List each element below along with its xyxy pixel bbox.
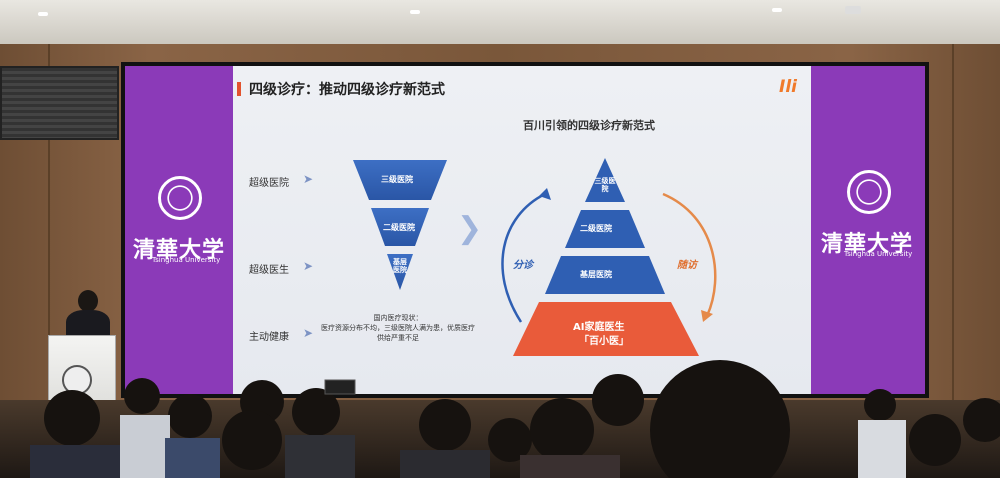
slide-subtitle: 百川引领的四级诊疗新范式 (523, 119, 655, 132)
ceiling-light (410, 10, 420, 14)
university-seal-icon (847, 170, 891, 214)
audience-head (963, 398, 1000, 442)
follow-up-label: 随访 (677, 260, 697, 271)
university-english-name: Tsinghua University (844, 250, 913, 258)
status-note: 国内医疗现状： 医疗资源分布不均，三级医院人满为患，优质医疗供给严重不足 (318, 313, 478, 343)
speaker-head (78, 290, 98, 312)
pyramid-base-label-1: AI家庭医生 (573, 322, 625, 333)
follow-up-curve (662, 192, 717, 317)
pyramid-tier-base (513, 302, 699, 356)
audience-head (650, 360, 790, 478)
status-note-body: 医疗资源分布不均，三级医院人满为患，优质医疗供给严重不足 (321, 324, 475, 342)
follow-up-arrowhead-icon (701, 310, 713, 322)
audience-head (488, 418, 532, 462)
audience-head (292, 388, 340, 436)
audience-body (858, 420, 906, 478)
triage-label: 分诊 (513, 260, 533, 271)
university-name: 清華大学 (821, 231, 914, 257)
audience-head (168, 394, 212, 438)
ceiling-light (38, 12, 48, 16)
audience-body (120, 415, 170, 478)
inverted-level-3-label: 基层医院 (393, 258, 407, 274)
pyramid-tier-top (585, 158, 625, 202)
audience-head (592, 374, 644, 426)
university-english-name: Tsinghua University (152, 256, 221, 264)
left-university-panel: 清華大学 Tsinghua University (125, 66, 233, 394)
audience-head (419, 399, 471, 451)
audience-body (285, 435, 355, 478)
pyramid-base-label-2: 「百小医」 (579, 336, 629, 347)
inverted-level-2-label: 二级医院 (383, 223, 415, 232)
wall-seam (48, 44, 50, 424)
row-label-super-hospital: 超级医院 (249, 178, 289, 189)
right-university-panel: 清華大学 Tsinghua University (811, 66, 925, 394)
status-note-heading: 国内医疗现状： (373, 314, 423, 322)
audience-head (530, 398, 594, 462)
inverted-level-1-label: 三级医院 (381, 175, 413, 184)
audience-head (44, 390, 100, 446)
ceiling-light (772, 8, 782, 12)
pyramid-top-label: 三级医院 (594, 177, 616, 193)
audience-body (165, 438, 220, 478)
ceiling-light (845, 6, 861, 14)
pyramid-tier-3 (545, 256, 665, 294)
audience-head (864, 389, 896, 421)
row-label-super-doctor: 超级医生 (249, 265, 289, 276)
university-seal-icon (158, 176, 202, 220)
audience-body (520, 455, 620, 478)
pyramid-tier-2 (565, 210, 645, 248)
audience-phone (324, 379, 356, 395)
chevron-right-icon: ➤ (303, 259, 314, 273)
audience-head (909, 414, 961, 466)
university-name: 清華大学 (133, 237, 226, 263)
slide-title: 四级诊疗：推动四级诊疗新范式 (249, 82, 445, 98)
row-label-active-health: 主动健康 (249, 332, 289, 343)
title-accent-bar (237, 82, 241, 96)
ceiling (0, 0, 1000, 48)
audience-body (30, 445, 120, 478)
audience-head (222, 410, 282, 470)
audience-body (400, 450, 490, 478)
presentation-slide: 四级诊疗：推动四级诊疗新范式 Ili 百川引领的四级诊疗新范式 超级医院 ➤ 超… (233, 66, 811, 394)
chevron-right-icon: ❯ (457, 211, 483, 246)
inverted-level-1 (353, 160, 447, 200)
pyramid-tier-2-label: 二级医院 (580, 224, 612, 233)
inverted-level-2 (371, 208, 429, 246)
inverted-pyramid (353, 158, 717, 356)
wall-seam (952, 44, 954, 424)
brand-logo: Ili (779, 77, 797, 97)
wall-vent (0, 66, 119, 140)
inverted-level-3 (387, 254, 413, 290)
chevron-right-icon: ➤ (303, 172, 314, 186)
audience-head (124, 378, 160, 414)
triage-arrowhead-icon (539, 188, 551, 200)
triage-curve (501, 192, 546, 323)
pyramid-tier-3-label: 基层医院 (580, 270, 612, 279)
chevron-right-icon: ➤ (303, 326, 314, 340)
